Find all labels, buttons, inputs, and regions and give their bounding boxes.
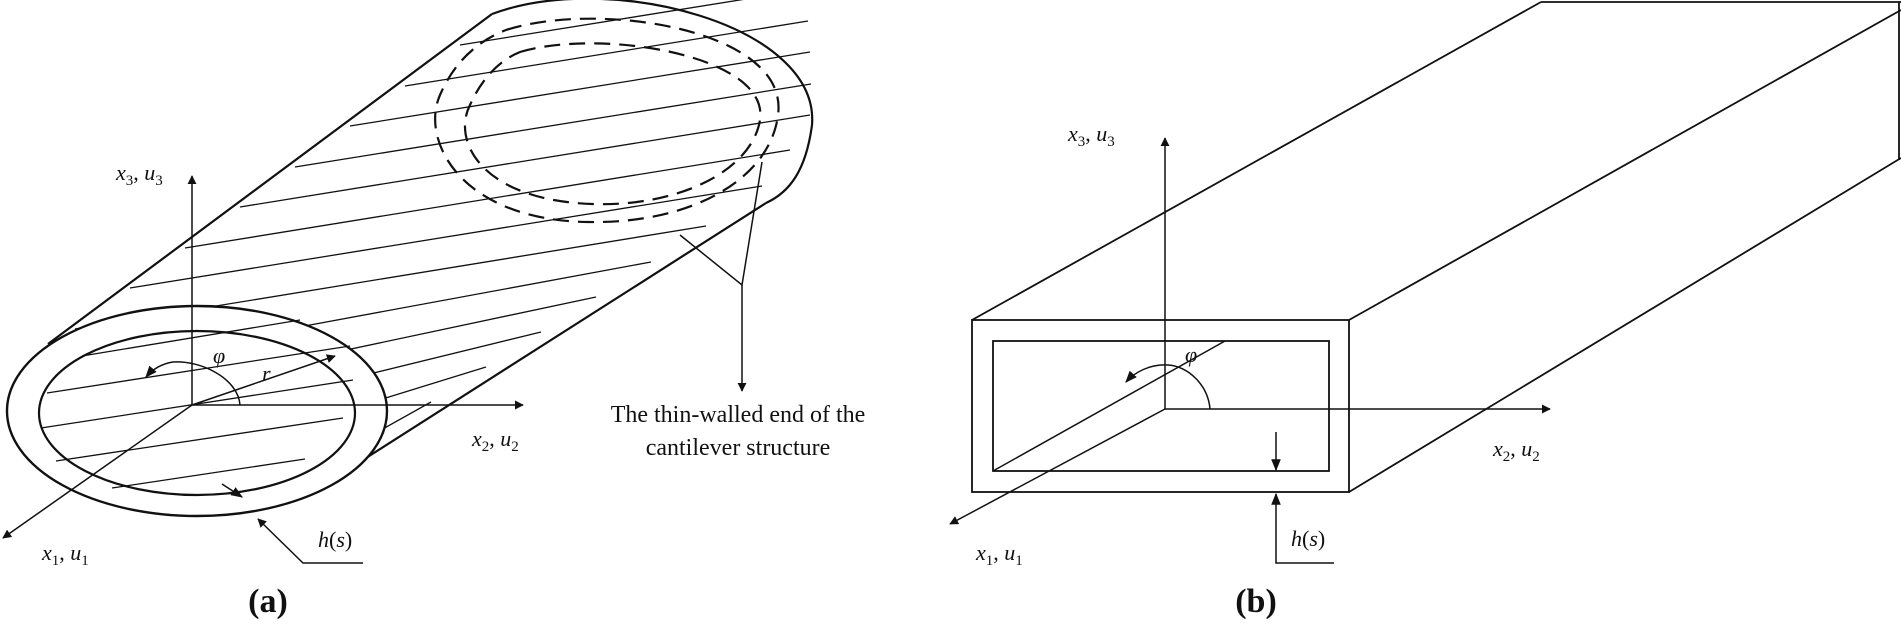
tube-outline-top <box>47 13 493 345</box>
near-end-outer-ring <box>5 304 389 518</box>
axis-x3-label-b: x3, u3 <box>1067 121 1115 150</box>
thickness-label-b: h(s) <box>1291 526 1325 551</box>
radius-label: r <box>262 361 271 386</box>
caption-a: (a) <box>248 583 288 620</box>
phi-label-a: φ <box>213 343 225 368</box>
tube-far-end-rim <box>491 0 814 204</box>
axis-x1-b <box>949 408 1166 525</box>
far-end-dashed-outer <box>434 17 780 224</box>
axis-x3-label-a: x3, u3 <box>115 160 163 189</box>
box-front-outer <box>971 319 1350 493</box>
near-end-inner-ring <box>37 329 357 497</box>
axis-x2-label-b: x2, u2 <box>1492 436 1540 465</box>
box-inner-diagonal <box>992 340 1226 472</box>
annotation-line-2: cantilever structure <box>646 435 831 461</box>
far-end-dashed-inner <box>463 42 762 206</box>
phi-label-b: φ <box>1185 342 1197 367</box>
phi-arc-b <box>1125 364 1211 410</box>
axis-x1-label-b: x1, u1 <box>975 540 1023 569</box>
box-edge-bottom <box>1348 157 1901 493</box>
box-front-inner <box>992 340 1330 472</box>
thickness-arrow-a <box>221 483 244 498</box>
axis-x1-a <box>2 404 193 539</box>
hs-leader-a <box>257 518 363 564</box>
radius-line <box>191 354 336 406</box>
panel-b <box>949 1 1901 564</box>
box-edge-top-left <box>971 1 1542 321</box>
thickness-label-a: h(s) <box>318 527 352 552</box>
box-edge-top-front <box>1348 9 1901 321</box>
panel-a <box>2 0 814 564</box>
phi-arc-a <box>145 361 241 406</box>
tube-outline-bottom <box>354 202 767 466</box>
axis-x1-label-a: x1, u1 <box>41 540 89 569</box>
caption-b: (b) <box>1235 583 1277 620</box>
hs-leader-b <box>1271 492 1334 564</box>
annotation-leader-1 <box>679 161 763 287</box>
axis-x2-label-a: x2, u2 <box>471 426 519 455</box>
annotation-line-1: The thin-walled end of the <box>611 402 866 428</box>
